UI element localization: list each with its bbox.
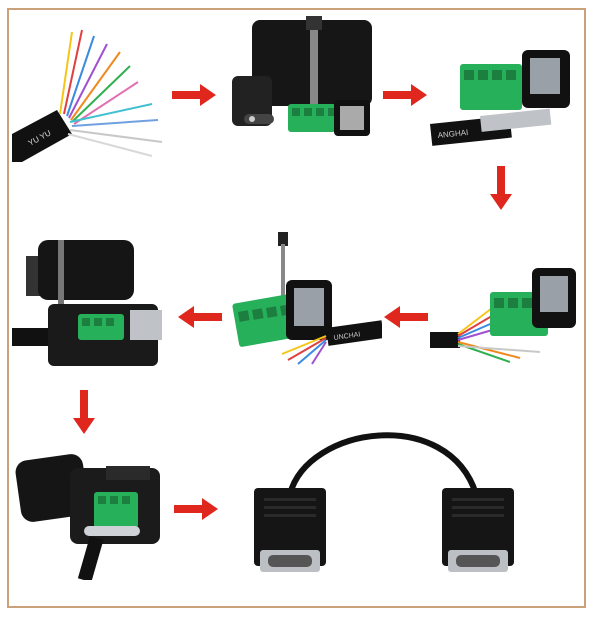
cable-print: ANGHAI [437,128,468,140]
red-arrow-icon [490,166,512,210]
step-3-wired-terminal: ANGHAI [430,42,580,154]
step-4-wires-inserted [430,262,580,368]
step-6-housing-closing [12,236,168,372]
red-arrow-icon [178,306,222,328]
finished-cable-icon [254,432,514,572]
housing-assembled-icon [15,454,160,580]
housing-closing-icon [12,240,162,366]
arrow-right-3 [174,498,218,520]
wires-inserted-icon [430,268,576,363]
red-arrow-icon [73,390,95,434]
screwdriver-terminal-icon [232,16,372,136]
arrow-down-1 [490,166,512,210]
red-arrow-icon [384,306,428,328]
arrow-left-2 [178,306,222,328]
arrow-right-1 [172,84,216,106]
step-5-screw-tightening: UNCHAI [222,232,382,370]
step-8-finished-cable [248,416,520,576]
screw-tightening-icon: UNCHAI [232,232,382,365]
arrow-left-1 [384,306,428,328]
arrow-down-2 [73,390,95,434]
red-arrow-icon [383,84,427,106]
arrow-right-2 [383,84,427,106]
terminal-wired-connector-icon: ANGHAI [430,50,570,146]
stripped-cable-icon: YU YU [12,29,163,162]
red-arrow-icon [174,498,218,520]
step-7-housing-assembled [10,452,170,580]
cable-print: UNCHAI [333,331,361,342]
red-arrow-icon [172,84,216,106]
step-2-open-housing [222,16,382,158]
step-1-stripped-cable: YU YU [12,22,172,162]
